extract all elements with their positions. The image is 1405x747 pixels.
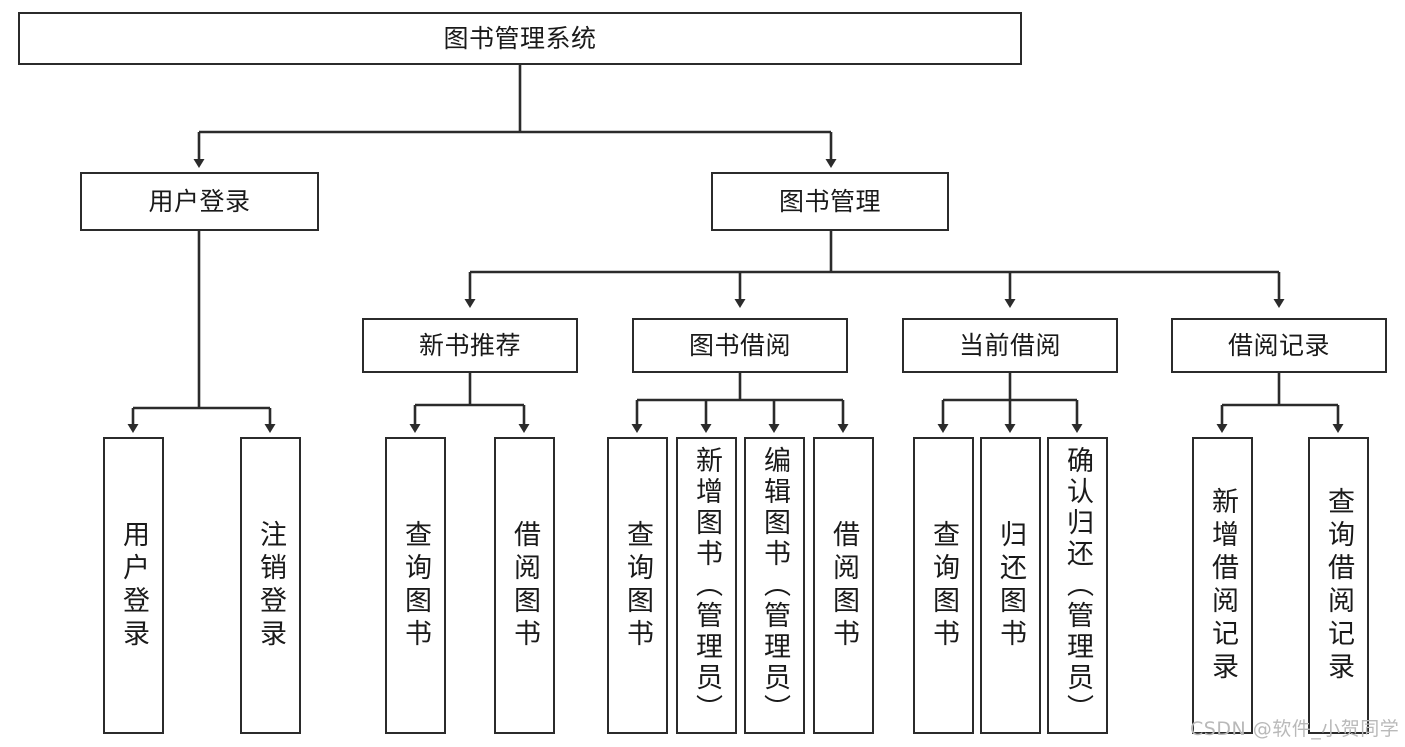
node-label: 查询图书 [928, 519, 959, 652]
node-label: 确认归还（管理员） [1062, 446, 1093, 725]
leaf-return-book[interactable]: 归还图书 [980, 437, 1041, 734]
node-label: 图书借阅 [688, 331, 791, 360]
node-label: 归还图书 [995, 519, 1026, 652]
node-label: 注销登录 [255, 519, 286, 652]
node-label: 新增借阅记录 [1207, 486, 1238, 685]
node-label: 查询图书 [400, 519, 431, 652]
node-label: 借阅记录 [1227, 331, 1330, 360]
node-label: 查询借阅记录 [1323, 486, 1354, 685]
node-label: 借阅图书 [828, 519, 859, 652]
node-label: 借阅图书 [509, 519, 540, 652]
leaf-query-book-recommend[interactable]: 查询图书 [385, 437, 446, 734]
node-label: 用户登录 [148, 187, 251, 216]
node-current-borrow[interactable]: 当前借阅 [902, 318, 1118, 373]
leaf-add-book-admin[interactable]: 新增图书（管理员） [676, 437, 737, 734]
node-label: 图书管理 [778, 187, 881, 216]
node-label: 编辑图书（管理员） [759, 446, 790, 725]
leaf-query-book-current[interactable]: 查询图书 [913, 437, 974, 734]
node-root-book-management-system[interactable]: 图书管理系统 [18, 12, 1022, 65]
csdn-watermark: CSDN @软件_小贺同学 [1190, 718, 1400, 740]
node-label: 当前借阅 [958, 331, 1061, 360]
node-label: 查询图书 [622, 519, 653, 652]
node-label: 用户登录 [118, 519, 149, 652]
leaf-query-borrow-record[interactable]: 查询借阅记录 [1308, 437, 1369, 734]
leaf-user-login[interactable]: 用户登录 [103, 437, 164, 734]
node-borrow-record[interactable]: 借阅记录 [1171, 318, 1387, 373]
node-user-login[interactable]: 用户登录 [80, 172, 319, 231]
leaf-borrow-book-recommend[interactable]: 借阅图书 [494, 437, 555, 734]
node-book-borrow[interactable]: 图书借阅 [632, 318, 848, 373]
leaf-query-book-borrow[interactable]: 查询图书 [607, 437, 668, 734]
node-book-management[interactable]: 图书管理 [711, 172, 949, 231]
leaf-borrow-book[interactable]: 借阅图书 [813, 437, 874, 734]
leaf-logout[interactable]: 注销登录 [240, 437, 301, 734]
node-label: 新增图书（管理员） [691, 446, 722, 725]
leaf-confirm-return-admin[interactable]: 确认归还（管理员） [1047, 437, 1108, 734]
node-new-book-recommend[interactable]: 新书推荐 [362, 318, 578, 373]
leaf-edit-book-admin[interactable]: 编辑图书（管理员） [744, 437, 805, 734]
node-label: 图书管理系统 [443, 24, 597, 53]
node-label: 新书推荐 [418, 331, 521, 360]
leaf-add-borrow-record[interactable]: 新增借阅记录 [1192, 437, 1253, 734]
